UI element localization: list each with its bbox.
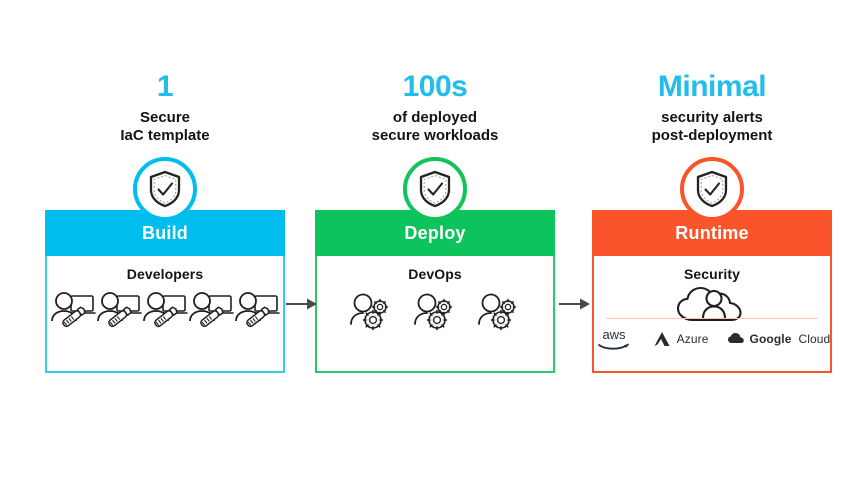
caption-lines-build: Secure IaC template <box>33 109 297 147</box>
devops-person-gears-icon <box>414 293 453 331</box>
cloud-icon-row <box>594 284 830 328</box>
caption-line: secure workloads <box>371 127 499 145</box>
caption-line: Secure <box>139 108 191 126</box>
stat-number-runtime: Minimal <box>657 70 767 103</box>
google-cloud-logo-label-bold: Google <box>749 332 792 346</box>
flow-arrow-deploy-to-runtime <box>559 298 590 310</box>
stage-caption-runtime: Minimal security alerts post-deployment <box>580 70 844 146</box>
stage-panel-build: Build Developers <box>45 210 285 373</box>
caption-lines-runtime: security alerts post-deployment <box>580 109 844 147</box>
panel-body-deploy: DevOps <box>315 256 555 373</box>
caption-line: IaC template <box>120 127 210 145</box>
shield-badge-deploy <box>403 157 467 221</box>
panel-subtitle-build: Developers <box>126 266 204 282</box>
stage-panel-runtime: Runtime Security aws <box>592 210 832 373</box>
devops-person-gears-icon <box>350 293 389 331</box>
azure-logo: Azure <box>652 329 709 349</box>
stage-column-runtime: Minimal security alerts post-deployment … <box>592 0 832 488</box>
stat-number-build: 1 <box>156 70 174 103</box>
caption-line: of deployed <box>392 108 478 126</box>
cloud-user-icon <box>676 286 742 322</box>
svg-text:aws: aws <box>602 327 626 342</box>
stat-number-deploy: 100s <box>402 70 468 103</box>
cloud-provider-logos: aws Azure <box>594 326 830 352</box>
caption-line: post-deployment <box>651 127 773 145</box>
google-cloud-logo-label-thin: Cloud <box>798 332 831 346</box>
caption-line: security alerts <box>661 108 763 126</box>
stage-panel-deploy: Deploy DevOps <box>315 210 555 373</box>
developer-icon <box>143 292 188 328</box>
logo-divider <box>606 318 818 319</box>
google-cloud-logo: Google Cloud <box>727 331 831 347</box>
stage-caption-deploy: 100s of deployed secure workloads <box>303 70 567 146</box>
developer-icon <box>235 292 280 328</box>
aws-logo: aws <box>594 326 634 352</box>
developer-icon <box>97 292 142 328</box>
panel-subtitle-runtime: Security <box>683 266 741 282</box>
developer-icon-row <box>47 290 283 334</box>
stage-column-deploy: 100s of deployed secure workloads Deploy… <box>315 0 555 488</box>
stage-column-build: 1 Secure IaC template Build Developers <box>45 0 285 488</box>
devops-icon-row <box>317 292 553 332</box>
aws-logo-icon: aws <box>597 327 629 350</box>
developer-icon <box>189 292 234 328</box>
panel-subtitle-deploy: DevOps <box>408 266 462 282</box>
shield-badge-build <box>133 157 197 221</box>
shield-check-icon <box>149 170 181 208</box>
stage-caption-build: 1 Secure IaC template <box>33 70 297 146</box>
shield-check-icon <box>419 170 451 208</box>
azure-logo-label: Azure <box>676 332 709 346</box>
flow-arrow-build-to-deploy <box>286 298 317 310</box>
caption-lines-deploy: of deployed secure workloads <box>303 109 567 147</box>
panel-body-build: Developers <box>45 256 285 373</box>
google-cloud-logo-icon <box>727 333 744 343</box>
panel-body-runtime: Security aws <box>592 256 832 373</box>
devops-person-gears-icon <box>478 293 517 331</box>
developer-icon <box>51 292 96 328</box>
azure-logo-icon <box>654 332 670 346</box>
shield-badge-runtime <box>680 157 744 221</box>
shield-check-icon <box>696 170 728 208</box>
